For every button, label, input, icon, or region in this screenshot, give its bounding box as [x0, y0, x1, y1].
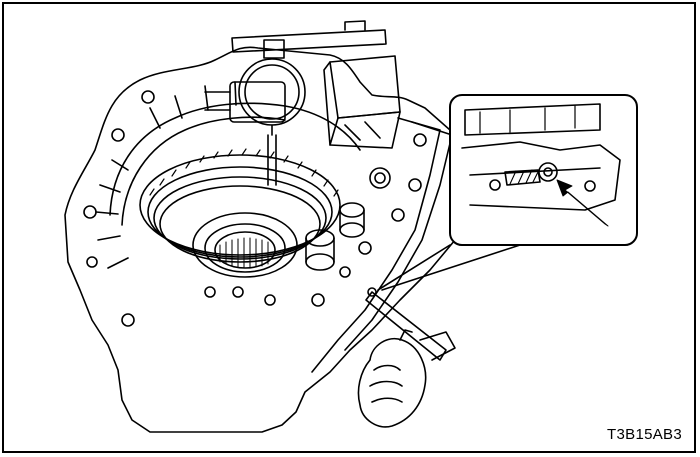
transmission-case — [64, 46, 481, 433]
clutch-drum — [139, 148, 365, 278]
dial-indicator-icon — [231, 20, 401, 186]
pointer-arrow-icon — [556, 179, 609, 227]
case-flange — [311, 117, 453, 373]
feeler-tool-icon — [357, 291, 456, 428]
detail-inset — [377, 94, 638, 291]
figure-code: T3B15AB3 — [607, 426, 682, 443]
